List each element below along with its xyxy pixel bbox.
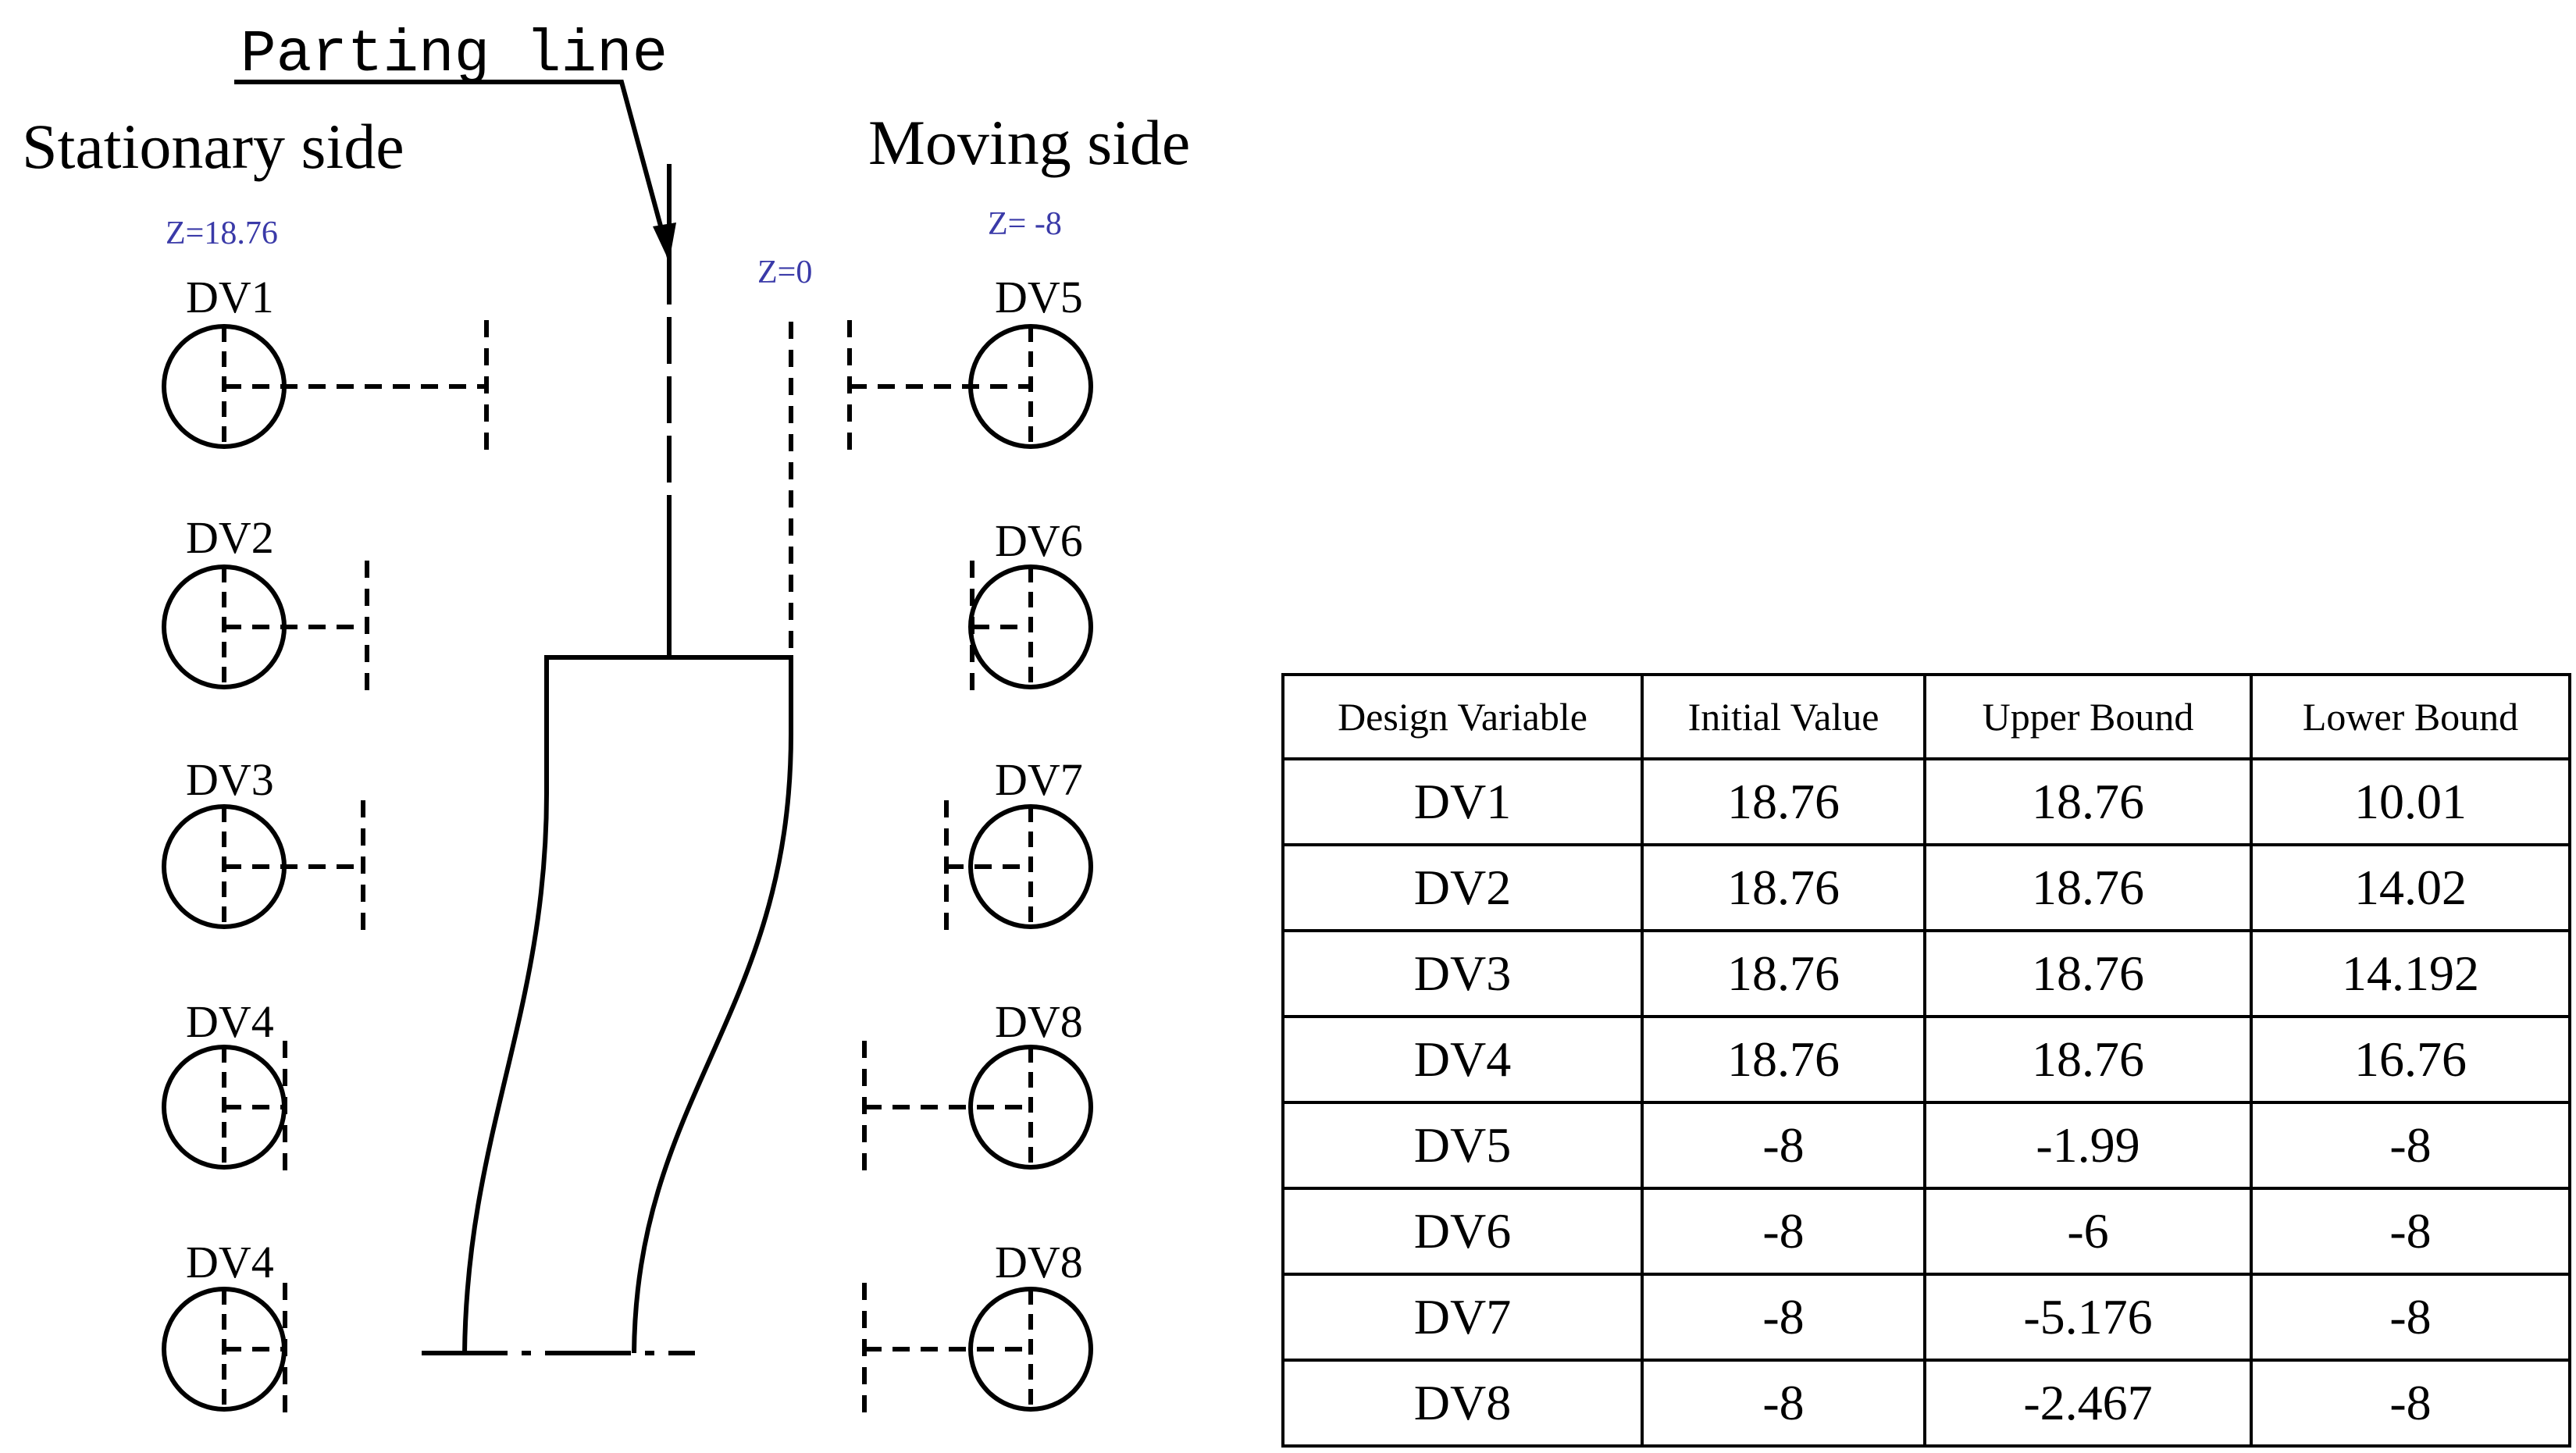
- table-row: DV5 -8 -1.99 -8: [1281, 1101, 2571, 1190]
- cell-lower: -8: [2250, 1101, 2571, 1190]
- header-lower-bound: Lower Bound: [2250, 673, 2571, 760]
- z-stationary-label: Z=18.76: [166, 215, 278, 251]
- part-outline: [462, 655, 793, 1354]
- z-moving-label: Z= -8: [988, 206, 1062, 242]
- table-row: DV8 -8 -2.467 -8: [1281, 1359, 2571, 1448]
- dv-label-right-4: DV8: [995, 996, 1083, 1047]
- cell-variable: DV5: [1281, 1101, 1644, 1190]
- cell-variable: DV7: [1281, 1273, 1644, 1362]
- cell-variable: DV8: [1281, 1359, 1644, 1448]
- cell-variable: DV1: [1281, 757, 1644, 846]
- cell-lower: 10.01: [2250, 757, 2571, 846]
- cell-upper: -6: [1923, 1187, 2253, 1276]
- stationary-side-title: Stationary side: [22, 111, 404, 182]
- cell-initial: 18.76: [1641, 929, 1926, 1018]
- cell-lower: -8: [2250, 1187, 2571, 1276]
- cell-initial: 18.76: [1641, 843, 1926, 932]
- cell-initial: -8: [1641, 1187, 1926, 1276]
- cell-lower: 14.192: [2250, 929, 2571, 1018]
- table-header-row: Design Variable Initial Value Upper Boun…: [1281, 673, 2571, 760]
- header-initial-value: Initial Value: [1641, 673, 1926, 760]
- cell-lower: -8: [2250, 1359, 2571, 1448]
- table-row: DV4 18.76 18.76 16.76: [1281, 1015, 2571, 1104]
- dv-label-left-4: DV4: [186, 996, 274, 1047]
- dv-label-left-1: DV1: [186, 272, 274, 322]
- dv-label-right-1: DV5: [995, 272, 1083, 322]
- cell-lower: -8: [2250, 1273, 2571, 1362]
- cell-initial: -8: [1641, 1359, 1926, 1448]
- table-row: DV2 18.76 18.76 14.02: [1281, 843, 2571, 932]
- cell-initial: -8: [1641, 1101, 1926, 1190]
- cell-upper: -2.467: [1923, 1359, 2253, 1448]
- parting-line-leader: [234, 80, 672, 258]
- dv-label-left-5: DV4: [186, 1237, 274, 1287]
- cell-upper: 18.76: [1923, 1015, 2253, 1104]
- header-design-variable: Design Variable: [1281, 673, 1644, 760]
- cell-variable: DV6: [1281, 1187, 1644, 1276]
- cell-upper: -1.99: [1923, 1101, 2253, 1190]
- dv-label-left-3: DV3: [186, 754, 274, 805]
- dv-label-left-2: DV2: [186, 512, 274, 563]
- cell-lower: 14.02: [2250, 843, 2571, 932]
- table-row: DV3 18.76 18.76 14.192: [1281, 929, 2571, 1018]
- cell-lower: 16.76: [2250, 1015, 2571, 1104]
- design-variable-table: Design Variable Initial Value Upper Boun…: [1281, 673, 2571, 1448]
- moving-side-title: Moving side: [868, 107, 1190, 178]
- table-row: DV7 -8 -5.176 -8: [1281, 1273, 2571, 1362]
- cell-variable: DV4: [1281, 1015, 1644, 1104]
- cell-initial: -8: [1641, 1273, 1926, 1362]
- dv-label-right-2: DV6: [995, 515, 1083, 566]
- cell-variable: DV3: [1281, 929, 1644, 1018]
- table-row: DV1 18.76 18.76 10.01: [1281, 757, 2571, 846]
- dv-label-right-5: DV8: [995, 1237, 1083, 1287]
- cell-initial: 18.76: [1641, 1015, 1926, 1104]
- cell-upper: 18.76: [1923, 843, 2253, 932]
- cell-upper: -5.176: [1923, 1273, 2253, 1362]
- cell-initial: 18.76: [1641, 757, 1926, 846]
- dv-markers: [162, 320, 1093, 1416]
- parting-line-label: Parting line: [240, 21, 668, 88]
- cell-variable: DV2: [1281, 843, 1644, 932]
- cell-upper: 18.76: [1923, 929, 2253, 1018]
- cell-upper: 18.76: [1923, 757, 2253, 846]
- header-upper-bound: Upper Bound: [1923, 673, 2253, 760]
- parting-line-arrowhead: [653, 223, 676, 262]
- table-row: DV6 -8 -6 -8: [1281, 1187, 2571, 1276]
- dv-label-right-3: DV7: [995, 754, 1083, 805]
- z-zero-label: Z=0: [757, 255, 812, 290]
